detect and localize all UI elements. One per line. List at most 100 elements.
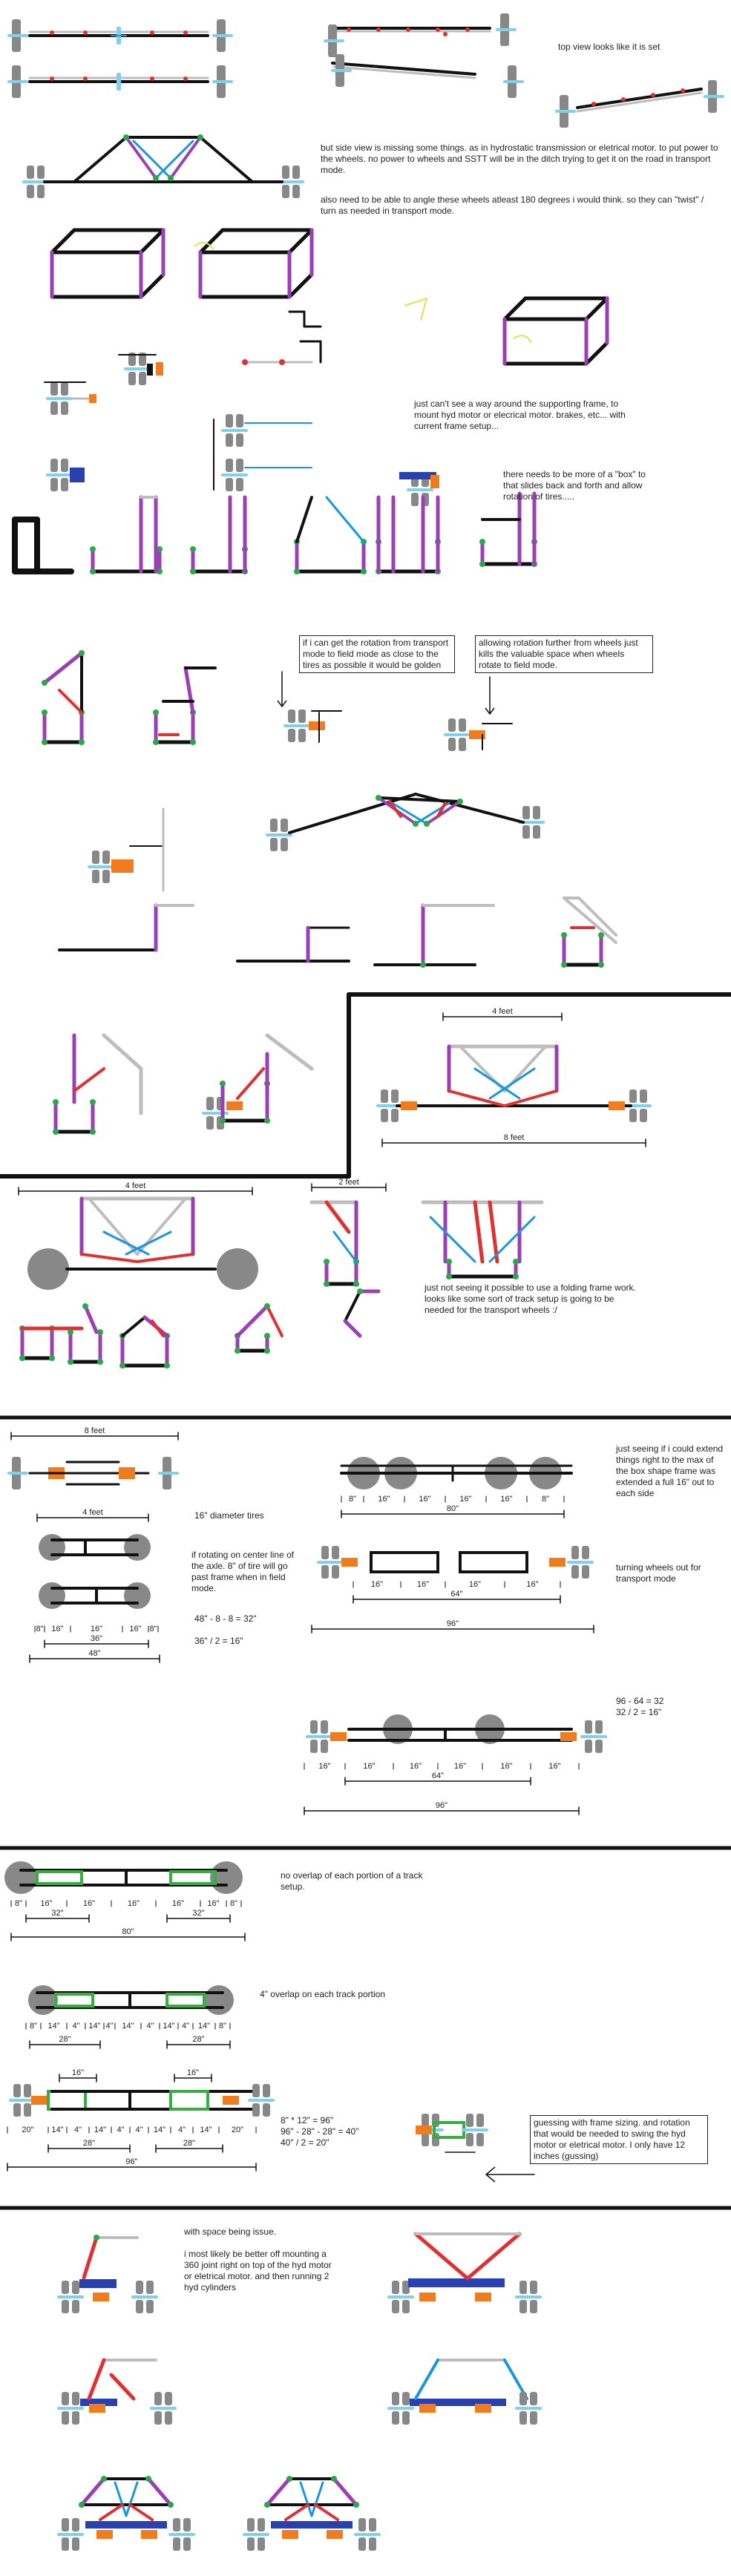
joint-pivot [264,2502,270,2508]
hydraulic-motor [223,2096,239,2105]
dimension-28in: 28" [83,2139,95,2148]
frame-member [109,2373,136,2401]
tire [402,2392,410,2405]
joint-pivot [82,1303,88,1309]
note-angle-wheels: also need to be able to angle these whee… [321,194,704,216]
tire [522,825,530,839]
dimension-label: 4" [72,2022,79,2031]
dimension-label: 20" [22,2126,33,2134]
dimension-80in: 80" [122,1927,134,1936]
large-tire [4,1861,37,1894]
dimension-label: 16" [417,1580,429,1589]
dimension-label: 16" [83,1899,95,1908]
tire [358,2537,366,2551]
tire [422,2133,429,2146]
tire [381,1109,388,1122]
tire [335,54,344,72]
tire [163,1457,171,1475]
frame-member [99,2503,124,2521]
bolt-point [591,102,596,106]
tire [281,838,288,851]
hydraulic-motor [469,730,485,739]
joint-pivot [90,568,96,574]
track-segment [47,2090,87,2111]
hydraulic-motor [119,1467,135,1479]
tire [533,806,540,819]
frame-member [125,2481,139,2517]
joint-pivot [331,2476,337,2482]
joint-pivot [357,1288,363,1294]
dimension-four-feet: 4 feet [492,1007,513,1016]
mount-plate [271,2521,353,2529]
frame-member [151,1320,165,1337]
tire [146,2300,154,2313]
dimension-label: 4" [146,2022,154,2031]
joint-pivot [598,932,604,938]
link-rod [132,140,172,180]
tire [146,2281,154,2294]
dimension-28in: 28" [192,2035,204,2044]
tire [321,1740,328,1753]
joint-pivot [242,359,248,365]
joint-pivot [324,1281,330,1287]
dimension-label: 16" [128,1899,140,1908]
hydraulic-motor [419,2404,436,2413]
tire [217,65,226,83]
tire [154,2411,162,2425]
joint-pivot [49,1355,55,1361]
joint-pivot [220,1118,226,1124]
tire [13,2084,21,2097]
frame-rail [331,62,476,76]
bolt-point [465,27,470,32]
tire [102,851,110,864]
tire [24,2103,31,2117]
large-tire [124,1582,151,1609]
frame-member [299,2481,313,2517]
tire [270,819,278,832]
frame-rail [576,88,703,109]
hydraulic-motor [96,2530,113,2539]
joint-pivot [479,539,485,545]
tire [292,165,300,179]
joint-pivot [513,1274,519,1279]
joint-pivot [190,568,196,574]
tire [391,1109,399,1122]
dimension-96in: 96" [125,2157,137,2166]
tire [139,372,146,385]
hydraulic-cylinder [413,2232,470,2281]
tire [328,24,337,42]
joint-pivot [97,1359,103,1365]
tire [448,738,456,751]
dimension-label: 14" [200,2126,212,2134]
joint-pivot [53,1099,59,1105]
tire [173,2518,180,2531]
joint-pivot [101,2476,107,2482]
frame-member [139,272,165,299]
tire [595,1720,603,1734]
dimension-label: 16" [378,1495,390,1504]
calc-tire-diameter: 16" diameter tires [194,1510,264,1521]
dimension-label: 16" [410,1762,422,1771]
tire [72,2518,79,2531]
dimension-label: 16" [419,1495,430,1504]
dimension-80in: 80" [447,1504,459,1513]
dimension-label: 4" [178,2126,186,2134]
frame-member [42,651,84,685]
frame-member [584,341,609,366]
joint-pivot [157,568,163,574]
hydraulic-motor [475,2292,491,2301]
hydraulic-motor [549,1558,566,1567]
dimension-label: 4" [74,2126,82,2134]
tire [72,2411,79,2425]
tire [252,2103,260,2117]
joint-pivot [264,1303,270,1309]
dimension-label: 16" [469,1580,481,1589]
tire [328,39,337,57]
large-tire [204,1985,234,2015]
hydraulic-cylinder [236,1067,265,1100]
tire [332,1565,339,1579]
tire [282,165,289,179]
frame-member [314,2503,339,2521]
tire [310,1740,318,1753]
dimension-eight-feet: 8 feet [85,1426,105,1435]
